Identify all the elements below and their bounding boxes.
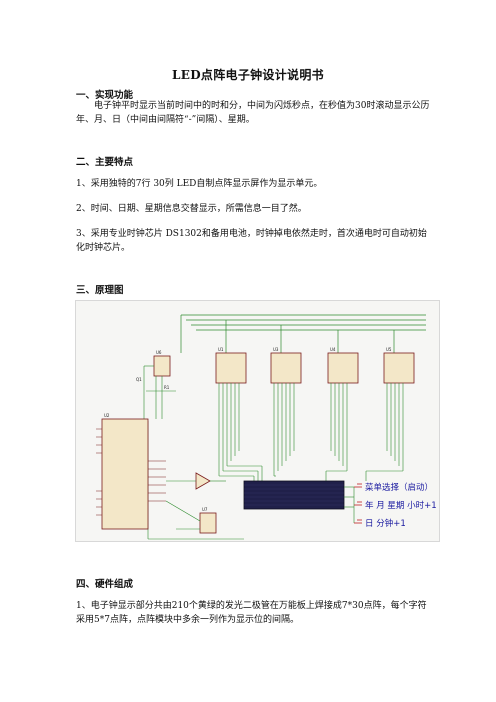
label-u4: U4	[330, 347, 336, 352]
section-2-item-2: 2、时间、日期、星期信息交替显示，所需信息一目了然。	[76, 204, 307, 214]
button-label-year-month: 年 月 星期 小时+1	[365, 500, 437, 511]
label-u3: U3	[273, 347, 279, 352]
section-2-heading: 二、主要特点	[76, 157, 134, 168]
section-3-heading: 三、原理图	[76, 285, 124, 296]
section-2-item-1: 1、采用独特的7行 30列 LED自制点阵显示屏作为显示单元。	[76, 179, 323, 189]
button-label-menu: 菜单选择（启动）	[365, 482, 433, 493]
section-1-body: 电子钟平时显示当前时间中的时和分，中间为闪烁秒点，在秒值为30时滚动显示公历年、…	[76, 101, 430, 125]
button-label-day-minute: 日 分钟+1	[365, 518, 406, 529]
label-u2: U2	[104, 413, 110, 418]
section-4-heading: 四、硬件组成	[76, 579, 134, 590]
document-title: LED点阵电子钟设计说明书	[172, 68, 324, 82]
schematic-drawing: U1 U2 U3 U4 U5 U6 U7 Q1 R1 菜单选择（启动） 年 月 …	[96, 314, 437, 540]
label-r1: R1	[164, 385, 170, 390]
label-u7: U7	[202, 507, 208, 512]
schematic-figure: U1 U2 U3 U4 U5 U6 U7 Q1 R1 菜单选择（启动） 年 月 …	[75, 300, 440, 542]
label-u5: U5	[386, 347, 392, 352]
section-4-item-1: 1、电子钟显示部分共由210个黄绿的发光二极管在万能板上焊接成7*30点阵，每个…	[76, 601, 427, 625]
label-q1: Q1	[136, 377, 142, 382]
label-u1: U1	[218, 347, 224, 352]
label-u6: U6	[156, 350, 162, 355]
section-1-heading: 一、实现功能	[76, 90, 134, 101]
section-2-item-3: 3、采用专业时钟芯片 DS1302和备用电池，时钟掉电依然走时，首次通电时可自动…	[76, 229, 427, 253]
